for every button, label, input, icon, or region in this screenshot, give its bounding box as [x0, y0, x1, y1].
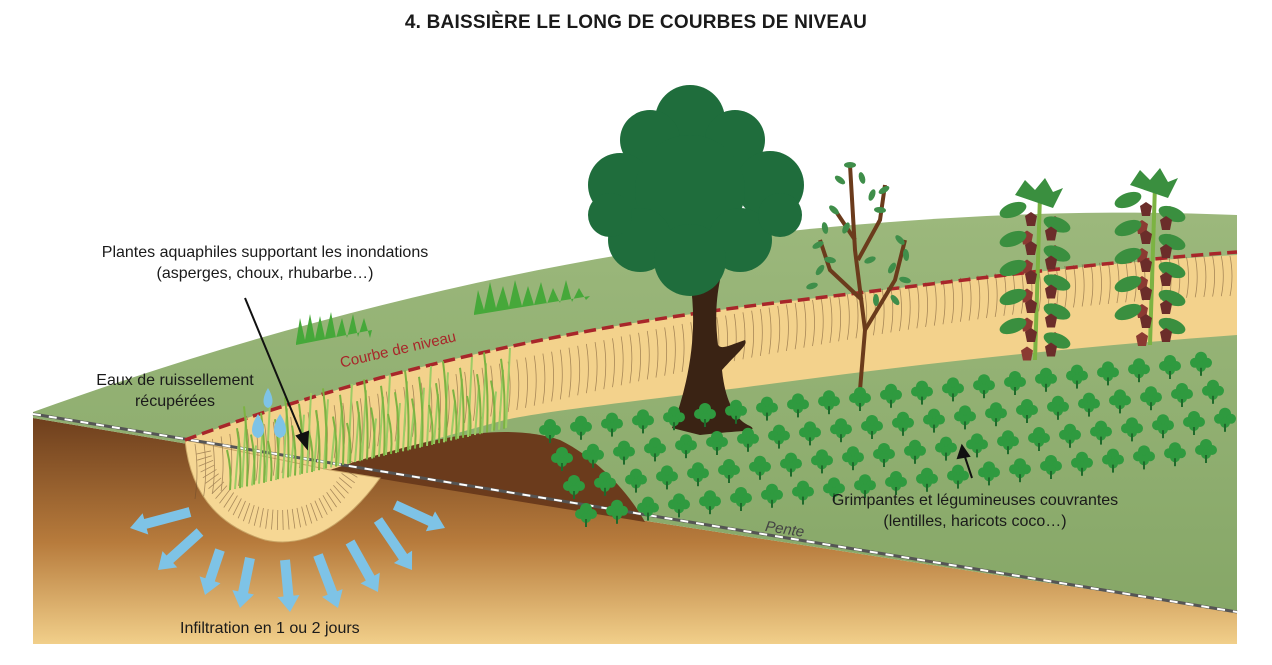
contour-line	[184, 250, 1238, 442]
fruit-tree-leaves	[806, 162, 911, 306]
fruit-tree	[818, 164, 907, 391]
slope-line-dashes	[32, 413, 1238, 613]
swale-trench	[184, 439, 381, 543]
climbers-label: Grimpantes et légumineuses couvrantes (l…	[790, 490, 1160, 532]
pointer-arrow-icon	[244, 297, 310, 451]
grass-patch	[474, 280, 590, 315]
climbers-label-line1: Grimpantes et légumineuses couvrantes	[831, 492, 1119, 509]
aquatic-plants-label-line2: (asperges, choux, rhubarbe…)	[156, 265, 374, 282]
climbers-label-line2: (lentilles, haricots coco…)	[883, 513, 1067, 530]
page-title: 4. BAISSIÈRE LE LONG DE COURBES DE NIVEA…	[404, 12, 868, 33]
aquatic-plants-label: Plantes aquaphiles supportant les inonda…	[80, 242, 450, 284]
aquatic-plants	[226, 347, 511, 491]
ground-cover-plants	[539, 351, 1236, 527]
tree-canopy	[588, 85, 804, 296]
runoff-label: Eaux de ruissellement récupérées	[80, 370, 270, 412]
grass-patch	[296, 312, 372, 345]
climbing-plants	[999, 168, 1186, 361]
water-drops-icon	[252, 388, 286, 438]
runoff-label-line1: Eaux de ruissellement	[96, 372, 254, 389]
pointer-arrow-icon	[956, 443, 973, 479]
infiltration-arrows-icon	[130, 500, 445, 612]
tree-trunk	[672, 280, 753, 435]
runoff-label-line2: récupérées	[134, 393, 216, 410]
infiltration-label: Infiltration en 1 ou 2 jours	[180, 620, 360, 637]
aquatic-plants-label-line1: Plantes aquaphiles supportant les inonda…	[101, 244, 429, 261]
